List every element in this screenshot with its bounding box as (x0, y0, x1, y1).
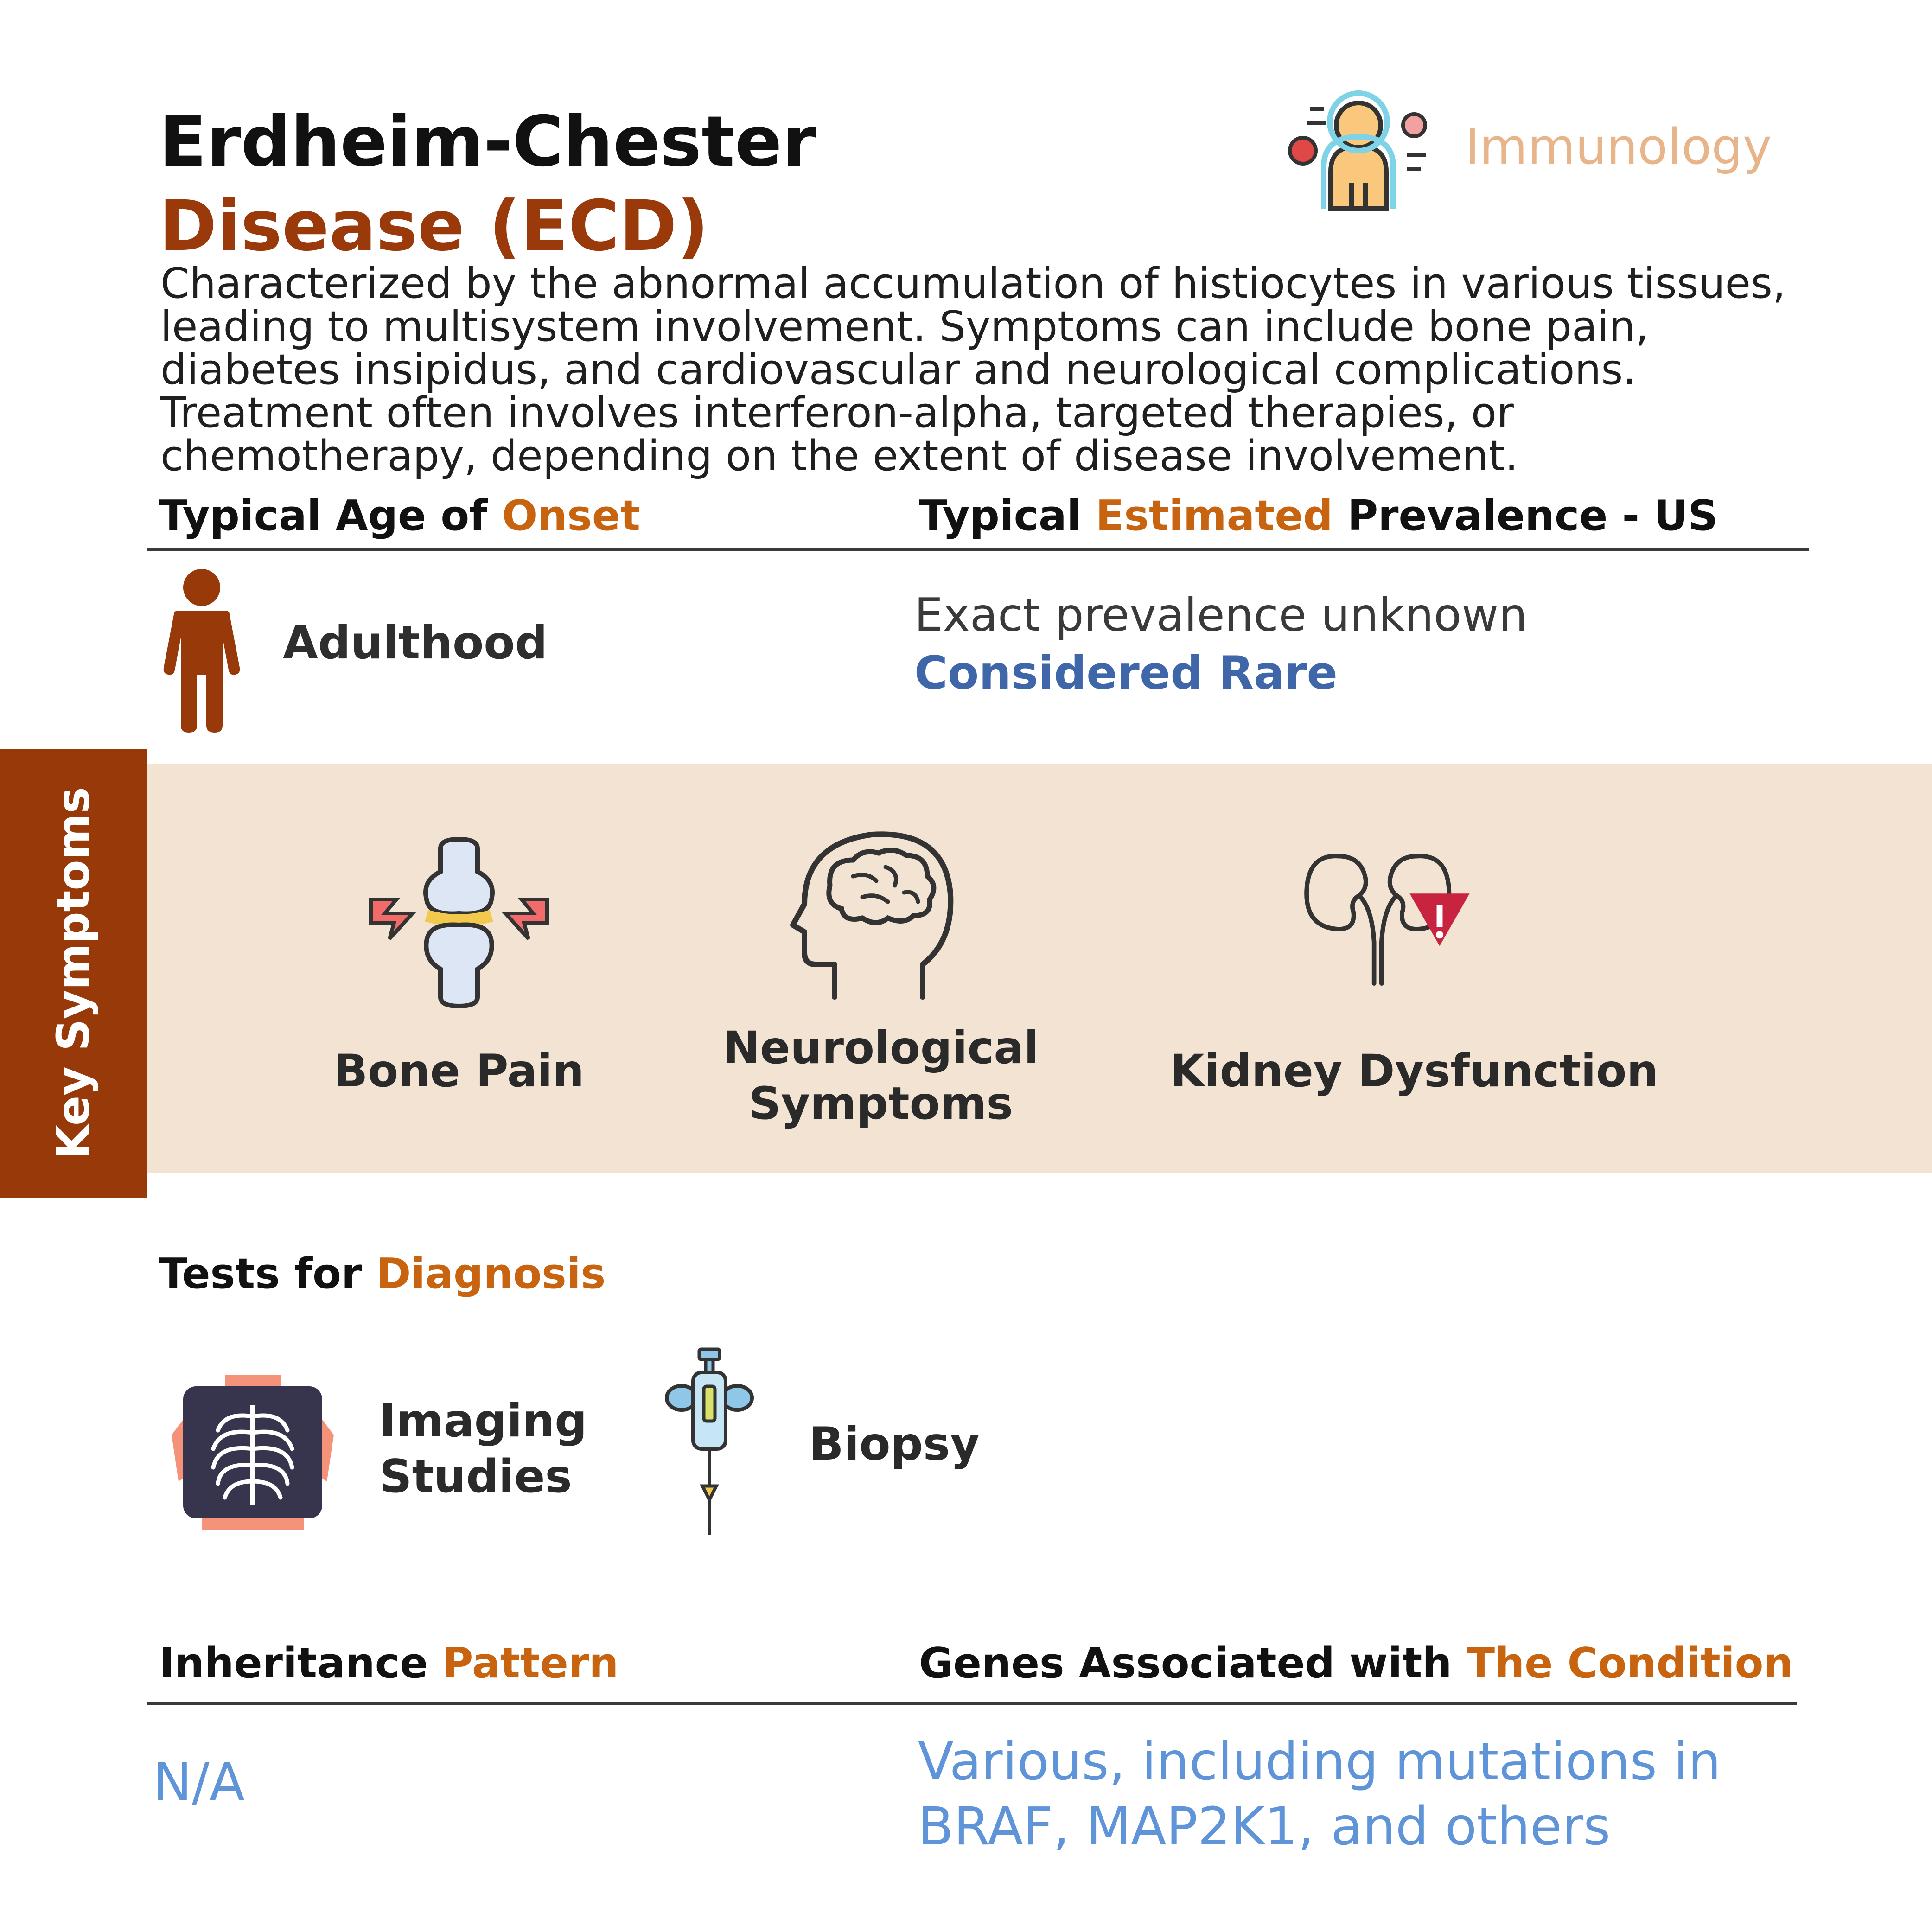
onset-heading-plain: Typical Age of (159, 491, 488, 540)
symptom-label-bone-pain: Bone Pain (334, 1045, 584, 1097)
genes-heading: Genes Associated with The Condition (919, 1639, 1793, 1688)
xray-chest-icon (172, 1375, 334, 1530)
joint-pain-icon (369, 836, 549, 1009)
prevalence-heading-plain: Typical (919, 491, 1081, 540)
prevalence-line2: Considered Rare (914, 647, 1338, 700)
tests-heading-accent: Diagnosis (376, 1250, 606, 1298)
section-divider-bottom (147, 1702, 1797, 1705)
onset-heading-accent: Onset (502, 491, 640, 540)
genes-heading-accent: The Condition (1466, 1639, 1793, 1688)
symptoms-section-label: Key Symptoms (47, 787, 99, 1160)
person-icon (163, 569, 240, 733)
category-label: Immunology (1465, 118, 1772, 175)
test-label-imaging: Imaging Studies (379, 1395, 587, 1503)
inheritance-value: N/A (153, 1753, 245, 1813)
title-accent: Disease (ECD) (159, 186, 709, 267)
brain-head-icon (790, 831, 954, 1000)
onset-heading: Typical Age of Onset (159, 491, 640, 540)
kidney-warning-icon (1304, 854, 1470, 986)
inheritance-heading: Inheritance Pattern (159, 1639, 618, 1688)
description: Characterized by the abnormal accumulati… (160, 259, 1786, 480)
prevalence-line1: Exact prevalence unknown (914, 589, 1528, 642)
genes-heading-plain: Genes Associated with (919, 1639, 1452, 1688)
prevalence-heading: Typical Estimated Prevalence - US (919, 491, 1718, 540)
biopsy-needle-icon (665, 1347, 754, 1535)
onset-value: Adulthood (283, 617, 548, 670)
symptoms-side-tab: Key Symptoms (0, 749, 147, 1198)
inheritance-heading-plain: Inheritance (159, 1639, 428, 1688)
genes-value: Various, including mutations in BRAF, MA… (918, 1732, 1721, 1857)
prevalence-heading-accent: Estimated (1095, 491, 1333, 540)
person-with-germs-icon (1288, 90, 1427, 211)
inheritance-heading-accent: Pattern (442, 1639, 619, 1688)
symptom-label-kidney: Kidney Dysfunction (1170, 1045, 1658, 1097)
tests-heading-plain: Tests for (159, 1250, 362, 1298)
title-main: Erdheim-Chester (159, 102, 816, 182)
symptom-label-neurological: Neurological Symptoms (722, 1022, 1039, 1129)
test-label-biopsy: Biopsy (809, 1418, 980, 1471)
page-title: Erdheim-Chester Disease (ECD) (159, 100, 1109, 268)
tests-heading: Tests for Diagnosis (159, 1250, 606, 1298)
prevalence-heading-rest: Prevalence - US (1347, 491, 1718, 540)
section-divider-top (147, 548, 1809, 551)
